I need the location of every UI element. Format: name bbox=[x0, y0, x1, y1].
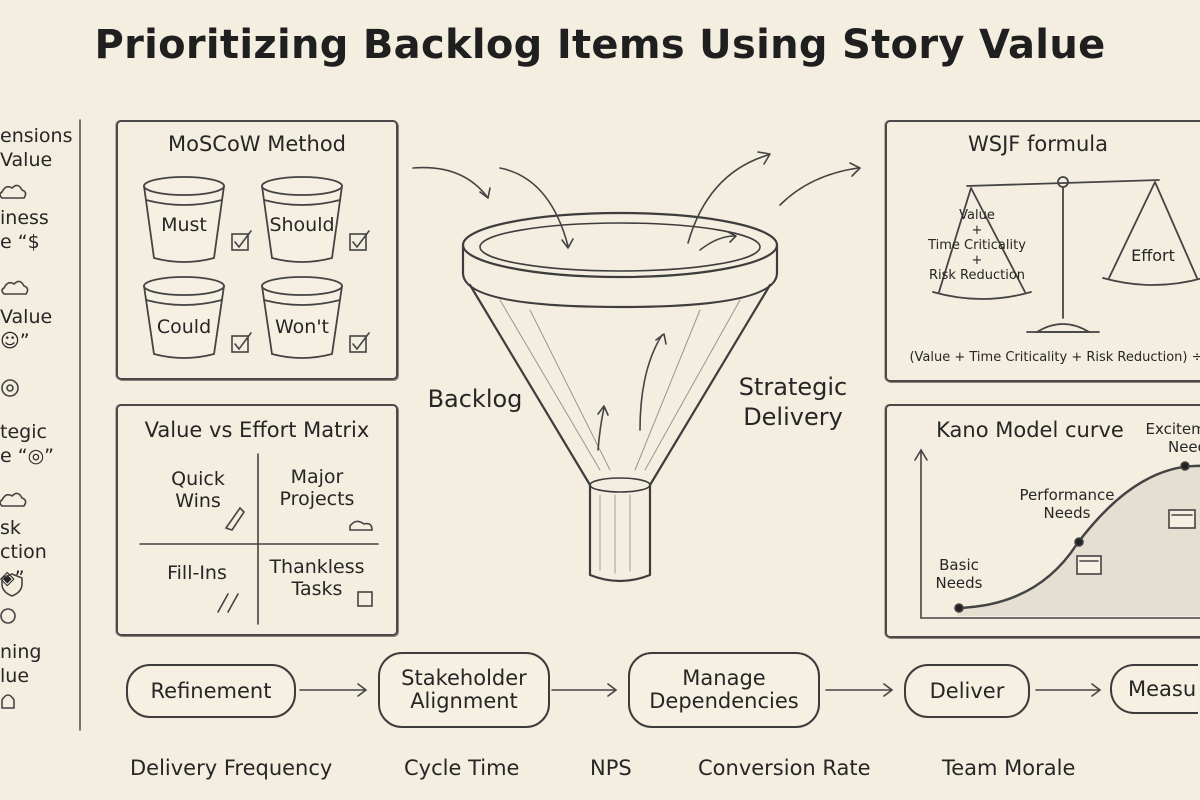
metric-conversion-rate: Conversion Rate bbox=[698, 756, 871, 780]
quadrant-fill-ins: Fill-Ins bbox=[167, 562, 227, 584]
metric-cycle-time: Cycle Time bbox=[404, 756, 520, 780]
wsjf-panel: WSJF formula Value + Time Criticality + … bbox=[885, 120, 1200, 382]
left-item: ning lue bbox=[0, 641, 42, 687]
checkbox-icon bbox=[231, 335, 249, 353]
funnel-delivery-label: Strategic Delivery bbox=[738, 373, 848, 431]
fill-ins-icon bbox=[217, 593, 239, 613]
flow-step-refinement: Refinement bbox=[126, 664, 296, 718]
kano-excitement-needs: Exciteme Needs bbox=[1145, 420, 1200, 456]
moscow-buckets-drawing bbox=[143, 176, 370, 359]
wsjf-effort-label: Effort bbox=[1131, 246, 1175, 265]
thankless-tasks-icon bbox=[357, 591, 373, 607]
flow-step-manage-dependencies: Manage Dependencies bbox=[628, 652, 820, 728]
bucket-label: Could bbox=[156, 316, 212, 338]
funnel-icon bbox=[461, 211, 779, 583]
moscow-panel: MoSCoW Method bbox=[116, 120, 398, 380]
bucket-icon bbox=[143, 276, 225, 359]
cloud-icon bbox=[0, 184, 27, 199]
kano-point bbox=[954, 603, 964, 613]
wsjf-title: WSJF formula bbox=[967, 132, 1109, 156]
kano-title: Kano Model curve bbox=[936, 418, 1124, 442]
flow-arrows bbox=[299, 683, 1101, 697]
kano-performance-needs: Performance Needs bbox=[1019, 486, 1115, 522]
metric-team-morale: Team Morale bbox=[942, 756, 1076, 780]
kano-point bbox=[1180, 461, 1190, 471]
bucket-icon bbox=[143, 176, 225, 263]
kano-panel: Kano Model curve Basic Needs Performance… bbox=[885, 404, 1200, 638]
metric-delivery-frequency: Delivery Frequency bbox=[130, 756, 333, 780]
feature-card-icon bbox=[1076, 555, 1102, 575]
flow-step-stakeholder-alignment: Stakeholder Alignment bbox=[378, 652, 550, 728]
left-item: ensions Value bbox=[0, 125, 73, 171]
kano-point bbox=[1074, 537, 1084, 547]
major-projects-icon bbox=[349, 520, 373, 531]
left-item: iness e “$ bbox=[0, 207, 49, 253]
checkbox-icon bbox=[349, 335, 367, 353]
bucket-label: Won't bbox=[274, 316, 329, 338]
lightbulb-icon bbox=[1, 694, 15, 709]
left-item: tegic e “◎” bbox=[0, 421, 54, 467]
cloud-icon bbox=[0, 492, 27, 507]
arrow-out-of-funnel bbox=[687, 154, 769, 244]
quadrant-quick-wins: Quick Wins bbox=[171, 468, 225, 512]
wsjf-formula: (Value + Time Criticality + Risk Reducti… bbox=[909, 350, 1200, 365]
quick-wins-icon bbox=[224, 506, 246, 531]
checkbox-icon bbox=[349, 233, 367, 251]
left-item: Value ☺” bbox=[0, 306, 53, 352]
funnel-backlog-label: Backlog bbox=[427, 385, 523, 413]
checkbox-icon bbox=[231, 233, 249, 251]
matrix-title: Value vs Effort Matrix bbox=[144, 418, 370, 442]
arrow-into-funnel bbox=[412, 166, 489, 199]
value-effort-matrix-panel: Value vs Effort Matrix Quick Wins Major … bbox=[116, 404, 398, 636]
kano-curve-drawing bbox=[914, 448, 1200, 619]
kano-basic-needs: Basic Needs bbox=[935, 556, 983, 592]
matrix-drawing bbox=[139, 453, 379, 625]
bucket-icon bbox=[261, 176, 343, 263]
lightbulb-icon bbox=[0, 608, 16, 624]
quadrant-major-projects: Major Projects bbox=[279, 466, 355, 510]
bucket-label: Should bbox=[269, 214, 335, 236]
left-item: sk ction bbox=[0, 517, 47, 563]
left-item: ◈” bbox=[0, 567, 25, 589]
flow-step-deliver: Deliver bbox=[904, 664, 1030, 718]
wsjf-value-stack: Value + Time Criticality + Risk Reductio… bbox=[928, 208, 1026, 283]
flow-step-measure: Measu bbox=[1110, 664, 1198, 714]
bucket-label: Must bbox=[161, 214, 207, 236]
quadrant-thankless-tasks: Thankless Tasks bbox=[269, 556, 365, 600]
balance-scale-icon bbox=[932, 176, 1200, 333]
cloud-icon bbox=[1, 280, 29, 295]
shield-icon bbox=[1, 573, 23, 597]
page-title: Prioritizing Backlog Items Using Story V… bbox=[94, 22, 1106, 68]
bucket-icon bbox=[261, 276, 343, 359]
arrow-into-funnel bbox=[499, 167, 569, 247]
feature-card-icon bbox=[1168, 509, 1196, 529]
arrow-out-of-funnel bbox=[779, 167, 859, 206]
moscow-title: MoSCoW Method bbox=[167, 132, 346, 156]
metric-nps: NPS bbox=[590, 756, 632, 780]
target-icon bbox=[1, 379, 19, 397]
